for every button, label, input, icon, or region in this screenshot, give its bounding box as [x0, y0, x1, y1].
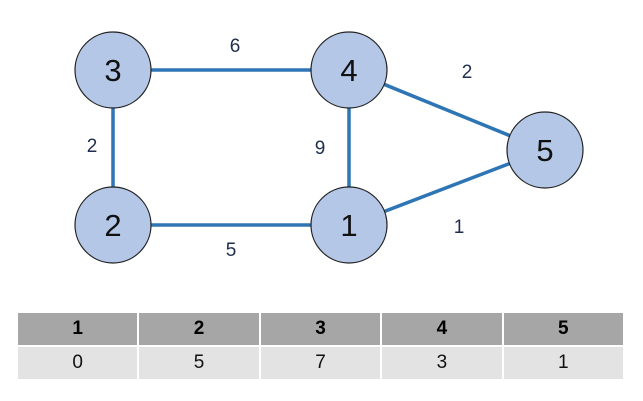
node-1-circle [310, 186, 388, 264]
node-1: 1 [310, 186, 388, 264]
node-5-circle [506, 111, 584, 189]
distance-table-cell: 0 [18, 347, 138, 379]
node-5-label: 5 [536, 133, 553, 168]
node-1-label: 1 [340, 208, 357, 243]
edge-weight-3-4: 6 [230, 36, 241, 57]
distance-table-cell: 7 [260, 347, 381, 379]
distance-table-row: 0 5 7 3 1 [18, 347, 623, 379]
distance-table-cell: 3 [382, 347, 502, 379]
node-3-label: 3 [104, 53, 121, 88]
node-2-circle [74, 186, 152, 264]
node-3-circle [74, 31, 152, 109]
node-4-label: 4 [340, 53, 357, 88]
distance-table-header: 2 [139, 313, 259, 345]
distance-table-header-row: 1 2 3 4 5 [18, 313, 623, 345]
node-2-label: 2 [104, 208, 121, 243]
distance-table-header: 5 [503, 313, 623, 345]
node-2: 2 [74, 186, 152, 264]
edge-weight-4-5: 2 [462, 62, 473, 83]
graph-diagram: 6 2 5 9 2 1 3 4 2 1 5 [74, 31, 584, 264]
node-4: 4 [310, 31, 388, 109]
edge-weight-3-2: 2 [87, 136, 98, 157]
distance-table: 1 2 3 4 5 0 5 7 3 1 [16, 311, 625, 381]
node-4-circle [310, 31, 388, 109]
node-5: 5 [506, 111, 584, 189]
distance-table-header: 4 [382, 313, 502, 345]
edge-weight-4-1: 9 [315, 138, 326, 159]
distance-table-header: 1 [18, 313, 138, 345]
edge-weight-2-1: 5 [226, 240, 237, 261]
distance-table-cell: 5 [139, 347, 259, 379]
distance-table-cell: 1 [503, 347, 623, 379]
node-3: 3 [74, 31, 152, 109]
distance-table-header: 3 [260, 313, 381, 345]
edge-weight-1-5: 1 [454, 217, 465, 238]
